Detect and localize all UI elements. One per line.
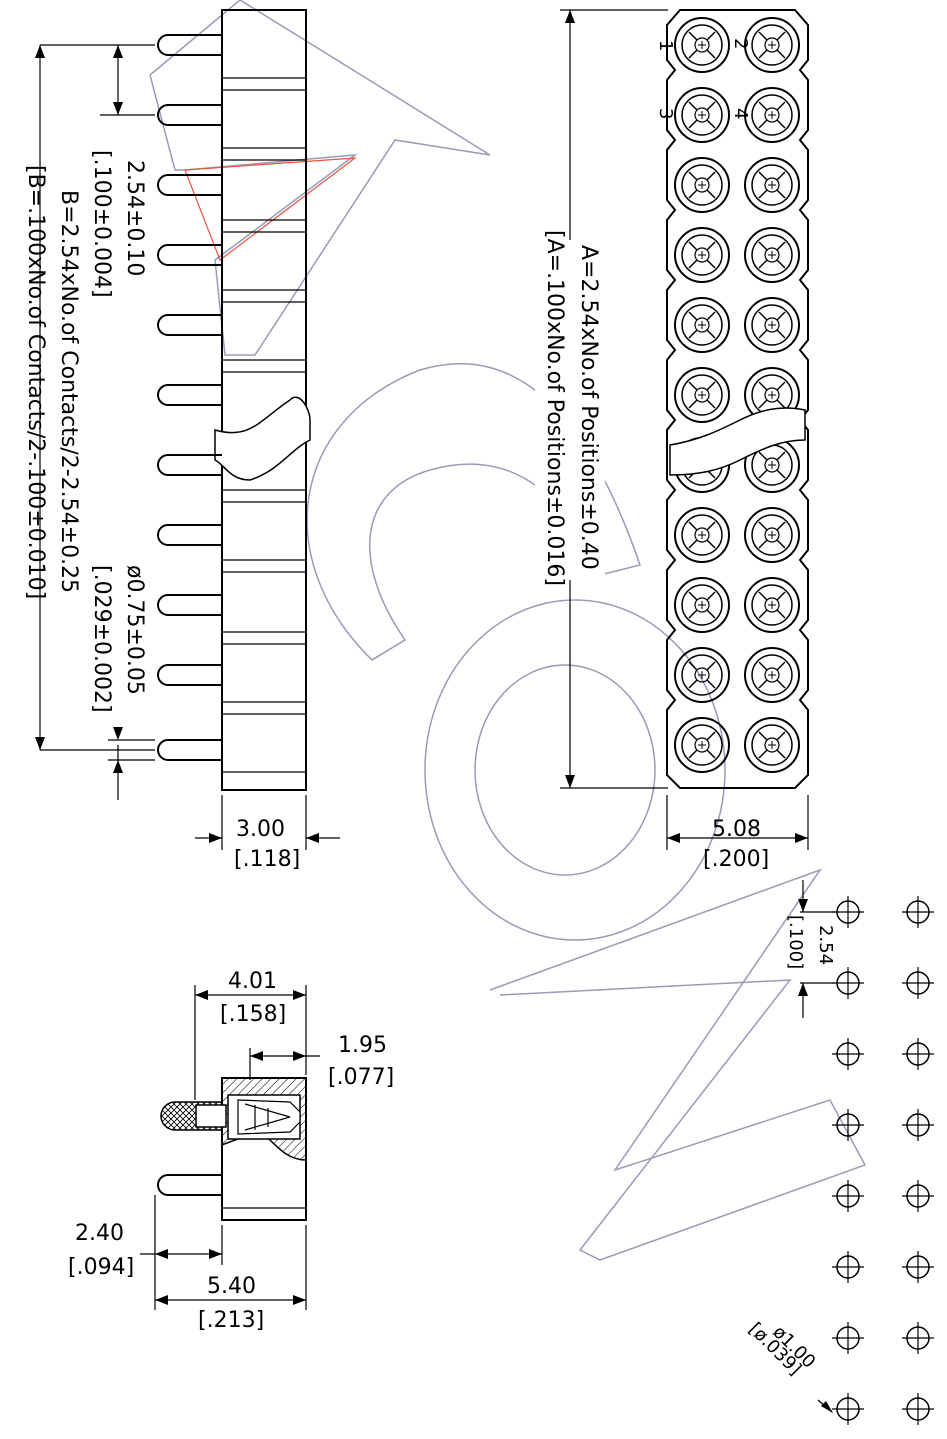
pcb-hole — [832, 1322, 864, 1354]
side-b-mm: B=2.54xNo.of Contacts/2-2.54±0.25 — [56, 190, 81, 593]
socket-contact — [744, 227, 800, 283]
pcb-hole — [902, 1322, 934, 1354]
side-b-in: [B=.100xNo.of Contacts/2-.100±0.010] — [23, 165, 48, 599]
socket-contact — [744, 717, 800, 773]
socket-contact — [674, 87, 730, 143]
section-total-in: [.213] — [198, 1308, 264, 1333]
top-view: 1 2 3 4 A=2.54xNo.of Positions±0.40 [A=.… — [535, 9, 809, 872]
section-tail-mm: 2.40 — [75, 1221, 124, 1246]
socket-contact — [744, 87, 800, 143]
pin-number-3: 3 — [655, 108, 676, 119]
top-width-mm: 5.08 — [712, 817, 761, 842]
pcb-hole — [832, 1393, 864, 1425]
section-tail-in: [.094] — [68, 1255, 134, 1280]
side-pin-dia-in: [.029±0.002] — [89, 565, 114, 713]
side-pitch-mm: 2.54±0.10 — [122, 160, 147, 276]
pcb-layout: 2.54 [.100] ø1.00 [ø.039] — [744, 880, 934, 1425]
socket-contact — [744, 17, 800, 73]
side-body-w-in: [.118] — [234, 847, 300, 872]
socket-contact — [744, 647, 800, 703]
socket-contact — [744, 297, 800, 353]
pin-number-4: 4 — [730, 108, 751, 119]
pcb-hole — [832, 1109, 864, 1141]
pcb-hole — [832, 967, 864, 999]
section-depth-mm: 1.95 — [338, 1033, 387, 1058]
pcb-hole — [832, 896, 864, 928]
pcb-hole — [832, 1038, 864, 1070]
socket-contact — [674, 367, 730, 423]
socket-contact — [744, 507, 800, 563]
pcb-hole — [832, 1251, 864, 1283]
socket-contact — [674, 297, 730, 353]
pcb-hole — [902, 1393, 934, 1425]
side-pitch-in: [.100±0.004] — [89, 150, 114, 298]
top-width-in: [.200] — [703, 847, 769, 872]
socket-contact — [674, 717, 730, 773]
section-depth-in: [.077] — [328, 1065, 394, 1090]
section-view: 4.01 [.158] 1.95 [.077] 2.40 [.094] 5.40… — [68, 969, 394, 1333]
socket-contact — [674, 577, 730, 633]
pcb-hole — [902, 1038, 934, 1070]
socket-contact — [744, 577, 800, 633]
watermark-logo — [149, 0, 867, 1261]
top-a-in: [A=.100xNo.of Positions±0.016] — [542, 230, 567, 586]
side-body-w-mm: 3.00 — [236, 817, 285, 842]
pin-number-1: 1 — [655, 40, 676, 51]
pcb-hole — [902, 1180, 934, 1212]
side-view: 2.54±0.10 [.100±0.004] B=2.54xNo.of Cont… — [23, 9, 340, 872]
socket-contact — [744, 157, 800, 213]
side-pin-dia-mm: ø0.75±0.05 — [122, 565, 147, 695]
section-total-mm: 5.40 — [207, 1274, 256, 1299]
pcb-hole — [902, 1109, 934, 1141]
pcb-pitch-in: [.100] — [785, 915, 806, 969]
pcb-hole — [902, 967, 934, 999]
section-overall-mm: 4.01 — [228, 969, 277, 994]
socket-contact — [674, 507, 730, 563]
pin-number-2: 2 — [730, 38, 751, 49]
pcb-hole — [902, 896, 934, 928]
pcb-hole — [832, 1180, 864, 1212]
socket-contact — [674, 157, 730, 213]
pcb-pitch-mm: 2.54 — [815, 925, 836, 965]
section-overall-in: [.158] — [220, 1002, 286, 1027]
socket-contact — [674, 227, 730, 283]
socket-contact — [744, 367, 800, 423]
socket-contact — [674, 647, 730, 703]
socket-contact — [674, 17, 730, 73]
pcb-hole — [902, 1251, 934, 1283]
top-a-mm: A=2.54xNo.of Positions±0.40 — [576, 245, 601, 570]
